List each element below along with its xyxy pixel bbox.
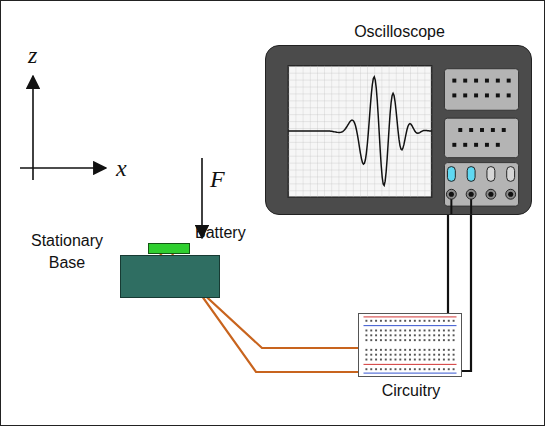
control-panel (444, 118, 518, 158)
node-label: Oscilloscope (354, 22, 445, 42)
terminal (469, 192, 474, 197)
control-panel (444, 69, 518, 111)
oscilloscope-face (266, 46, 531, 214)
stationary-base: Stationary Base (120, 255, 220, 298)
battery: Battery (148, 243, 190, 254)
screen (288, 66, 431, 197)
waveform (288, 77, 431, 186)
channel-button (447, 167, 455, 182)
channel-button (487, 167, 495, 182)
node-label: Circuitry (382, 381, 441, 401)
channel-button (507, 167, 515, 182)
node-label: Battery (195, 223, 246, 243)
circuitry-board: Circuitry (358, 313, 462, 377)
wire (462, 215, 471, 371)
oscilloscope-body: Oscilloscope (265, 45, 532, 215)
terminal (488, 192, 493, 197)
input-panel (444, 163, 518, 206)
wire (447, 215, 449, 313)
axis-label: z (28, 42, 37, 68)
terminal (508, 192, 513, 197)
node-label: Stationary Base (17, 230, 117, 274)
z-axis (32, 76, 34, 180)
breadboard (359, 314, 461, 376)
force-label: F (210, 166, 225, 192)
channel-button (467, 167, 475, 182)
axis-label: x (116, 155, 127, 181)
terminal (449, 192, 454, 197)
x-axis (20, 167, 106, 169)
